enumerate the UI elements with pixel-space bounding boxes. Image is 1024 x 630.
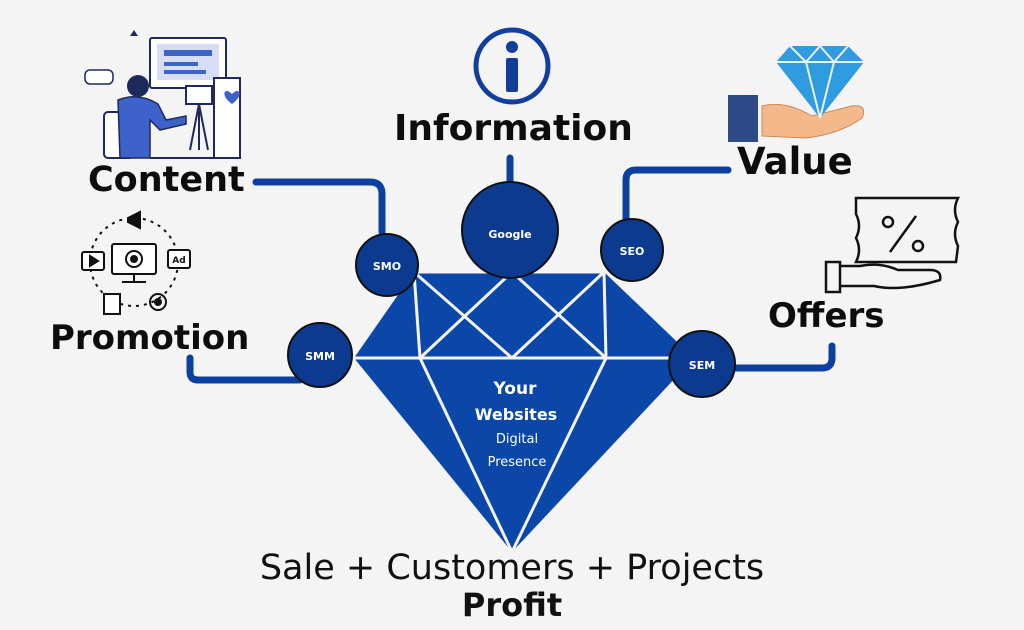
value-diamond-hand-icon (728, 44, 865, 142)
value-connector (622, 166, 732, 226)
content-connector (252, 178, 386, 236)
center-line4: Presence (488, 455, 547, 470)
offers-label: Offers (768, 296, 885, 336)
google-node-label: Google (488, 228, 531, 241)
sem-node-label: SEM (689, 359, 715, 372)
svg-text:Ad: Ad (172, 256, 185, 266)
seo-node-label: SEO (620, 245, 645, 258)
content-label: Content (88, 160, 245, 200)
info-icon (473, 27, 551, 105)
bottom-result: Profit (461, 586, 563, 624)
sem-node (668, 330, 736, 398)
information-label: Information (394, 108, 633, 149)
bottom-equation: Sale + Customers + Projects (259, 548, 765, 588)
smm-node-label: SMM (305, 350, 335, 363)
promotion-label: Promotion (50, 318, 250, 358)
seo-node (600, 218, 664, 282)
discount-offer-icon (824, 196, 961, 294)
center-line3: Digital (496, 432, 538, 447)
promotion-connector (186, 354, 304, 384)
content-creator-illustration (84, 30, 241, 159)
offers-connector (731, 342, 836, 372)
smo-node-label: SMO (373, 260, 401, 273)
diamond-shape (354, 269, 694, 556)
google-node (461, 181, 559, 279)
value-label: Value (737, 140, 853, 183)
smo-node (355, 233, 419, 297)
promotion-cycle-icon: Ad (81, 210, 191, 315)
smm-node (287, 322, 353, 388)
center-line2: Websites (475, 405, 557, 424)
center-line1: Your (493, 379, 538, 399)
